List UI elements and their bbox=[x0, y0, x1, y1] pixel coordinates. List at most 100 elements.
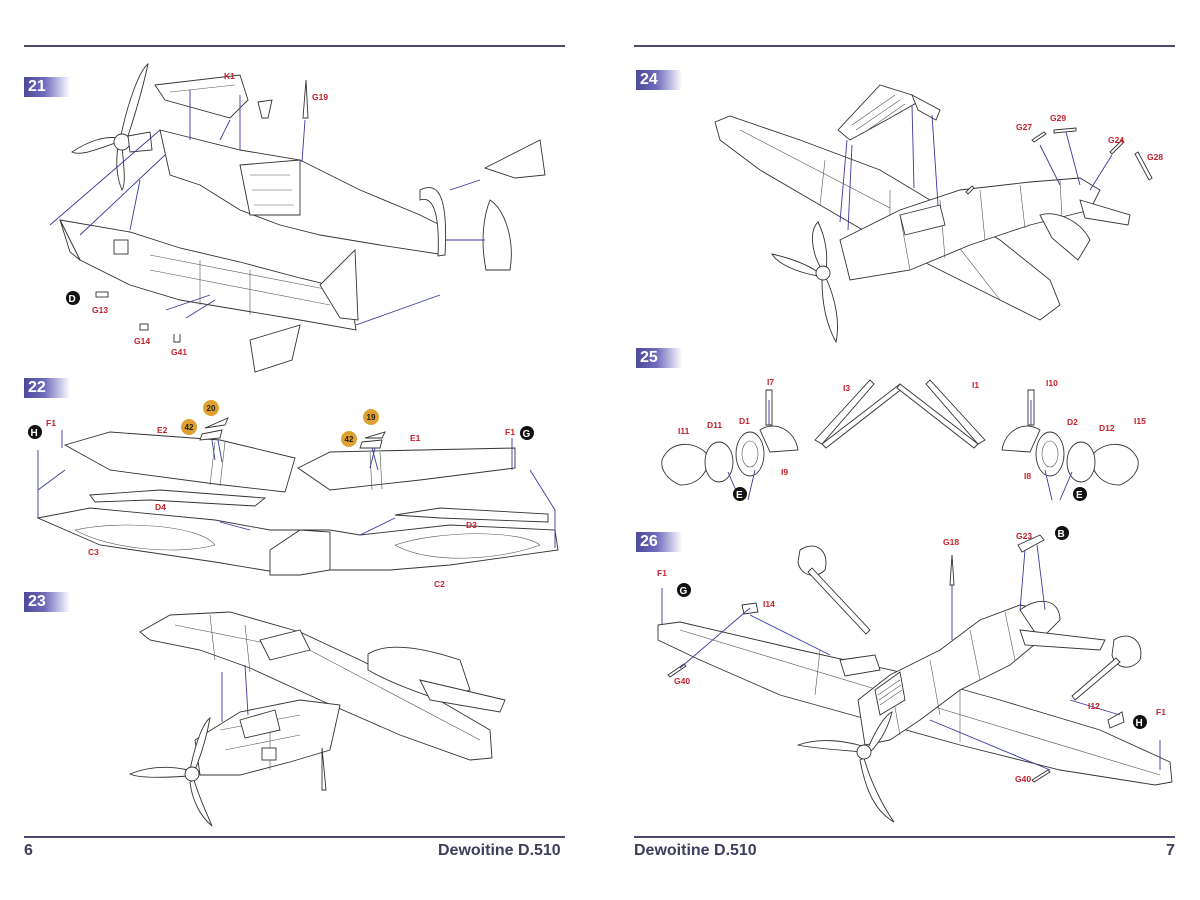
wheel-left-drawing bbox=[797, 545, 827, 576]
marker-d bbox=[66, 291, 80, 305]
label-d2: D2 bbox=[1067, 417, 1078, 427]
label-g19: G19 bbox=[312, 92, 328, 102]
step-22-drawing: H F1 E2 20 42 19 42 E1 F1 G D4 D3 C3 C2 bbox=[28, 400, 559, 589]
label-d3: D3 bbox=[466, 520, 477, 530]
label-f1-right: F1 bbox=[1156, 707, 1166, 717]
page-number-left: 6 bbox=[24, 842, 33, 859]
propeller-drawing bbox=[796, 711, 895, 823]
step-23-drawing bbox=[128, 611, 506, 827]
label-d1: D1 bbox=[739, 416, 750, 426]
paint-42-left bbox=[181, 419, 197, 435]
top-rule bbox=[24, 45, 565, 47]
step-21-drawing: K1 G19 D G13 G14 G41 bbox=[49, 62, 546, 373]
label-g41: G41 bbox=[171, 347, 187, 357]
step-25-badge: 25 bbox=[636, 348, 682, 368]
marker-h-left bbox=[28, 425, 42, 439]
step-22-badge: 22 bbox=[24, 378, 70, 398]
paint-19 bbox=[363, 409, 379, 425]
step-26-badge: 26 bbox=[636, 532, 682, 552]
label-c2: C2 bbox=[434, 579, 445, 589]
marker-b-text: B bbox=[1058, 529, 1065, 540]
wheel-d11-drawing bbox=[704, 441, 734, 483]
paint-20-text: 20 bbox=[207, 404, 216, 413]
label-g14: G14 bbox=[134, 336, 150, 346]
fairing-i9-drawing bbox=[759, 425, 799, 453]
left-page: 21 bbox=[24, 45, 565, 859]
label-i14: I14 bbox=[763, 599, 775, 609]
fuselage-drawing bbox=[194, 699, 341, 776]
marker-h bbox=[1133, 715, 1147, 729]
label-i8: I8 bbox=[1024, 471, 1031, 481]
label-i9: I9 bbox=[781, 467, 788, 477]
label-i3: I3 bbox=[843, 383, 850, 393]
paint-19-text: 19 bbox=[367, 413, 376, 422]
paint-42-right bbox=[341, 431, 357, 447]
wing-e2-drawing bbox=[63, 431, 296, 493]
top-rule bbox=[634, 45, 1175, 47]
marker-g-right-text: G bbox=[523, 429, 531, 440]
label-g23: G23 bbox=[1016, 531, 1032, 541]
bottom-rule bbox=[24, 836, 565, 838]
fuselage-drawing bbox=[839, 177, 1101, 281]
label-e1: E1 bbox=[410, 433, 421, 443]
leg-i1-drawing bbox=[925, 379, 986, 445]
wing-e1-drawing bbox=[297, 447, 516, 491]
footer-title-right: Dewoitine D.510 bbox=[634, 842, 757, 859]
label-d11: D11 bbox=[707, 420, 722, 430]
label-i11: I11 bbox=[678, 426, 690, 436]
paint-42-right-text: 42 bbox=[345, 435, 354, 444]
marker-h-text: H bbox=[1136, 718, 1143, 729]
step-24-badge: 24 bbox=[636, 70, 682, 90]
label-g27: G27 bbox=[1016, 122, 1032, 132]
marker-h-left-text: H bbox=[31, 428, 38, 439]
label-f1-right: F1 bbox=[505, 427, 515, 437]
part-g41-drawing bbox=[173, 334, 181, 343]
antenna-g19-drawing bbox=[302, 79, 309, 119]
flap-d3-drawing bbox=[394, 507, 549, 523]
label-d12: D12 bbox=[1099, 423, 1115, 433]
label-g13: G13 bbox=[92, 305, 108, 315]
fairing-i8-drawing bbox=[1001, 425, 1041, 453]
label-f1-left: F1 bbox=[657, 568, 667, 578]
label-g28: G28 bbox=[1147, 152, 1163, 162]
label-g40-right: G40 bbox=[1015, 774, 1031, 784]
label-g24: G24 bbox=[1108, 135, 1124, 145]
marker-e-left bbox=[733, 487, 747, 501]
leg-i3-drawing bbox=[814, 379, 875, 445]
right-page: 24 G27 G29 G24 G28 bbox=[600, 0, 1200, 900]
label-f1-left: F1 bbox=[46, 418, 56, 428]
wing-drawing bbox=[139, 611, 493, 761]
propeller-drawing bbox=[128, 717, 213, 827]
marker-e-right-text: E bbox=[1076, 490, 1083, 501]
label-e2: E2 bbox=[157, 425, 168, 435]
marker-e-right bbox=[1073, 487, 1087, 501]
wheel-spat-right-drawing bbox=[1091, 443, 1139, 486]
marker-g-right bbox=[520, 426, 534, 440]
wheel-d1-drawing bbox=[735, 431, 765, 477]
step-21-badge: 21 bbox=[24, 77, 70, 97]
step-25-drawing: I7 I3 I1 I10 I11 D11 D1 I9 D2 D12 I15 I8… bbox=[661, 377, 1146, 501]
label-g29: G29 bbox=[1050, 113, 1066, 123]
elevator-drawing bbox=[249, 324, 301, 373]
label-c3: C3 bbox=[88, 547, 99, 557]
propeller-drawing bbox=[71, 62, 153, 191]
stabilizer-drawing bbox=[483, 139, 546, 179]
wheel-d12-drawing bbox=[1066, 441, 1096, 483]
wheel-d2-drawing bbox=[1035, 431, 1065, 477]
label-i15: I15 bbox=[1134, 416, 1146, 426]
label-d4: D4 bbox=[155, 502, 166, 512]
marker-b bbox=[1055, 526, 1069, 540]
part-g14-drawing bbox=[139, 323, 149, 331]
label-i1: I1 bbox=[972, 380, 979, 390]
label-i7: I7 bbox=[767, 377, 774, 387]
step-23-badge: 23 bbox=[24, 592, 70, 612]
marker-e-left-text: E bbox=[736, 490, 743, 501]
marker-g-text: G bbox=[680, 586, 688, 597]
page-number-right: 7 bbox=[1166, 842, 1175, 859]
footer-title-left: Dewoitine D.510 bbox=[438, 842, 561, 859]
step-26-drawing: F1 G I14 G40 G18 G23 B I12 H F1 G40 bbox=[657, 526, 1173, 823]
step-24-drawing: G27 G29 G24 G28 bbox=[714, 84, 1163, 344]
label-i10: I10 bbox=[1046, 378, 1058, 388]
part-g13-drawing bbox=[95, 291, 109, 298]
label-i12: I12 bbox=[1088, 701, 1100, 711]
